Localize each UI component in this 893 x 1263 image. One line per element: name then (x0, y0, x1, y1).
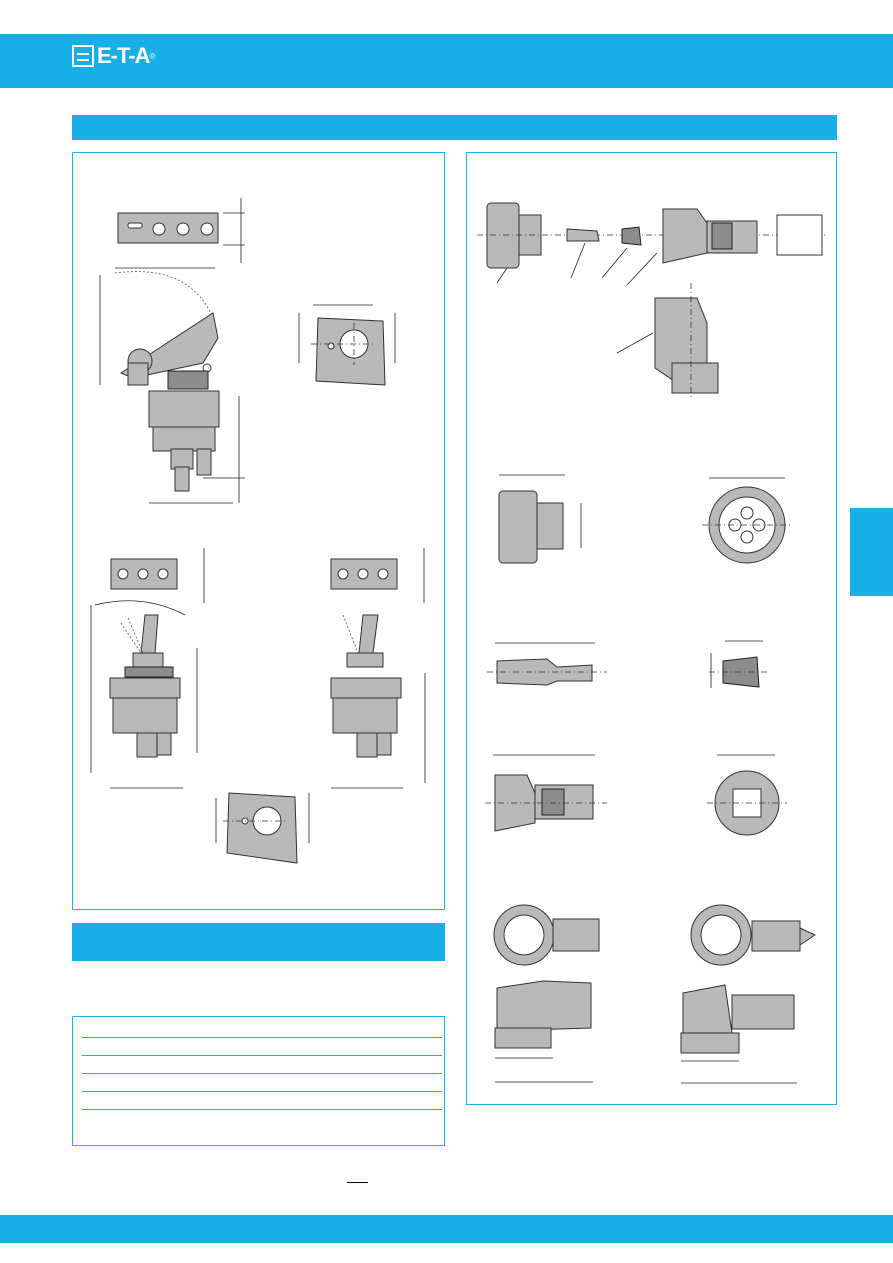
switch-drawings-panel (72, 152, 445, 910)
seal-view (709, 640, 767, 688)
angled-plug-views-left (493, 904, 600, 1083)
table-row (82, 1055, 442, 1056)
table-row (82, 1091, 442, 1092)
ordering-section-bar (72, 923, 445, 961)
switch-top-view (117, 198, 245, 263)
footer-bar (0, 1215, 893, 1243)
receptacle-side-view (498, 474, 582, 564)
switch-front-view-left (90, 548, 205, 789)
receptacle-front-view (702, 477, 792, 564)
mounting-hole-2 (215, 792, 310, 864)
chapter-tab (850, 508, 893, 596)
logo-mark-icon (72, 45, 94, 67)
section-title-bar (72, 115, 837, 140)
angled-plug-views-right (680, 904, 817, 1084)
eta-logo: E-T-A ® (72, 43, 155, 69)
brand-name: E-T-A (97, 43, 150, 68)
switch-technical-drawings (90, 198, 426, 864)
table-row (82, 1073, 442, 1074)
connector-drawings-panel (466, 152, 837, 1105)
mounting-hole-1 (298, 304, 396, 386)
table-row (82, 1037, 442, 1038)
switch-side-view-cover (99, 267, 245, 504)
plug-front-view (707, 754, 787, 836)
connector-technical-drawings (477, 202, 827, 1084)
table-row (82, 1109, 442, 1110)
plug-side-view (485, 754, 607, 832)
header-bar: E-T-A ® (0, 34, 893, 88)
page-number-rule (347, 1182, 368, 1183)
ordering-table (72, 1016, 445, 1146)
registered-icon: ® (149, 51, 156, 61)
switch-front-view-right (330, 548, 426, 789)
connector-exploded-view (477, 202, 827, 398)
contact-pin-view (487, 642, 607, 686)
